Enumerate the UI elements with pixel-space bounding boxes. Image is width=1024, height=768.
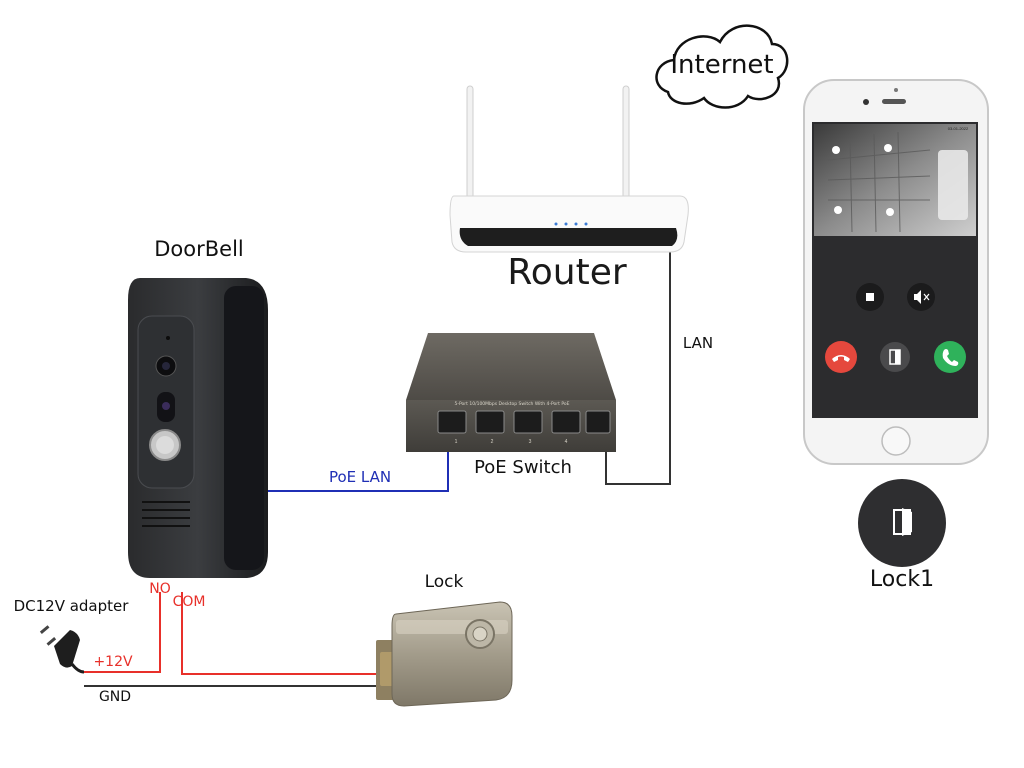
internet-label: Internet	[670, 50, 773, 80]
lock-body	[391, 601, 513, 707]
power-plug-icon	[54, 630, 80, 668]
switch-port-number: 2	[491, 439, 494, 445]
doorbell-label: DoorBell	[154, 237, 244, 261]
lan-wire	[605, 250, 671, 485]
video-grid	[827, 131, 931, 233]
phone-front-camera	[863, 99, 869, 105]
switch-port-uplink	[585, 410, 611, 434]
phone-hangup-icon	[832, 355, 850, 362]
poe-lan-label: PoE LAN	[329, 468, 391, 486]
poe-switch: 5-Port 10/100Mbps Desktop Switch With 4-…	[406, 333, 616, 452]
hangup-button[interactable]	[825, 341, 857, 373]
lock1-button[interactable]	[858, 479, 946, 567]
router	[449, 85, 689, 253]
answer-button[interactable]	[934, 341, 966, 373]
video-timestamp: 03-01-2022	[948, 126, 969, 131]
labels: Internet Router LAN PoE Switch PoE LAN D…	[14, 50, 935, 705]
speaker-mute-icon	[914, 290, 921, 304]
switch-port-number: 1	[455, 439, 458, 445]
plus12v-wire	[84, 592, 161, 673]
doorbell	[128, 278, 268, 578]
phone-speaker	[882, 99, 906, 104]
router-label: Router	[507, 252, 627, 293]
switch-ports	[437, 410, 611, 434]
stop-button[interactable]	[856, 283, 884, 311]
dc-adapter-label: DC12V adapter	[14, 597, 130, 615]
switch-port-1	[437, 410, 467, 434]
switch-port-4	[551, 410, 581, 434]
lock1-label: Lock1	[870, 567, 934, 592]
com-terminal-label: COM	[173, 594, 206, 610]
poe-switch-label: PoE Switch	[474, 457, 572, 478]
switch-header-text: 5-Port 10/100Mbps Desktop Switch With 4-…	[455, 401, 570, 407]
wires	[84, 250, 671, 687]
gnd-label: GND	[99, 689, 131, 705]
com-wire	[181, 592, 384, 675]
doorbell-grille	[142, 501, 190, 527]
plus12v-label: +12V	[93, 654, 133, 670]
cloud-icon	[655, 24, 789, 109]
switch-port-number: 4	[565, 439, 568, 445]
smartphone: 03-01-2022	[803, 79, 989, 465]
switch-port-number: 3	[529, 439, 532, 445]
electric-lock	[376, 601, 513, 707]
mute-button[interactable]	[907, 283, 935, 311]
router-antenna-left	[466, 85, 474, 205]
unlock-button[interactable]	[880, 342, 910, 372]
switch-port-2	[475, 410, 505, 434]
router-front-strip	[459, 228, 678, 246]
doorbell-mic	[166, 336, 170, 340]
dc-adapter	[39, 625, 85, 674]
poe-lan-wire	[268, 446, 449, 492]
stop-icon	[866, 293, 874, 301]
internet-cloud	[655, 24, 789, 109]
doorbell-side-panel	[224, 286, 264, 570]
phone-answer-icon	[942, 349, 959, 366]
switch-port-3	[513, 410, 543, 434]
lock-label: Lock	[425, 572, 464, 592]
phone-home-button[interactable]	[881, 426, 911, 456]
switch-top	[406, 333, 616, 400]
lan-label: LAN	[683, 334, 713, 352]
router-antenna-right	[622, 85, 630, 205]
no-terminal-label: NO	[149, 581, 171, 597]
